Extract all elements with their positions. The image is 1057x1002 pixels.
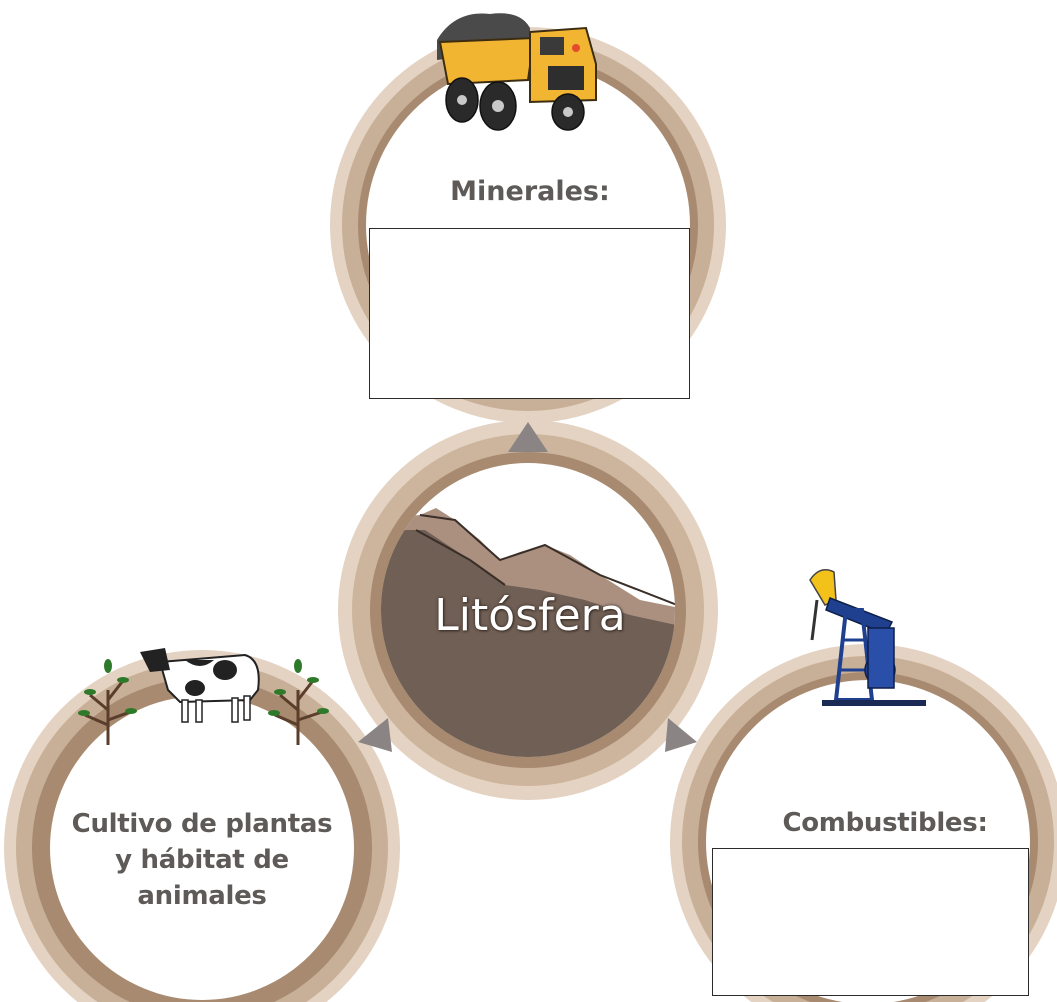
land-illustration — [381, 463, 675, 757]
cow-and-plants-icon — [78, 648, 329, 745]
cow-icon — [140, 648, 260, 723]
combustibles-answer-box[interactable] — [712, 848, 1029, 996]
cultivo-label: Cultivo de plantas y hábitat de animales — [71, 809, 333, 911]
arrow-to-cultivo — [358, 718, 392, 752]
mining-truck-icon — [437, 13, 597, 131]
cultivo-ring — [4, 650, 400, 1002]
arrows — [358, 422, 697, 752]
arrow-up-to-minerales — [508, 422, 548, 452]
minerales-answer-box[interactable] — [369, 228, 690, 399]
arrow-to-combustibles — [665, 718, 697, 752]
plant-right-icon — [268, 659, 329, 745]
plant-left-icon — [78, 659, 137, 745]
litosfera-label: Litósfera — [434, 590, 626, 641]
oil-pump-jack-icon — [809, 569, 926, 706]
minerales-label: Minerales: — [450, 176, 610, 207]
combustibles-label: Combustibles: — [782, 808, 988, 838]
